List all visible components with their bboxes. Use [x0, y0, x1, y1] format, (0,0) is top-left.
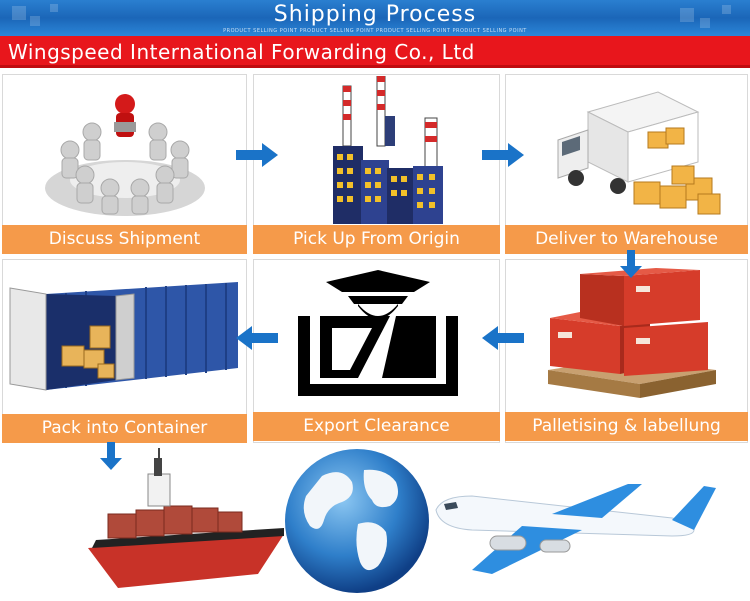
header-subtext: PRODUCT SELLING POINT PRODUCT SELLING PO… [223, 28, 527, 34]
cargo-ship-icon [88, 448, 288, 598]
customs-officer-icon [298, 266, 458, 402]
company-bar: Wingspeed International Forwarding Co., … [0, 36, 750, 68]
arrow-left-icon [236, 326, 278, 350]
airplane-icon [432, 478, 722, 578]
arrow-left-icon [482, 326, 524, 350]
step-label-discuss: Discuss Shipment [2, 225, 247, 254]
step-label-deliver: Deliver to Warehouse [505, 225, 748, 254]
shipping-container-icon [6, 276, 246, 396]
arrow-right-icon [236, 143, 278, 167]
page-title: Shipping Process [273, 2, 477, 27]
step-label-pack: Pack into Container [2, 414, 247, 443]
globe-icon [282, 446, 432, 596]
header-bar: Shipping Process PRODUCT SELLING POINT P… [0, 0, 750, 36]
step-label-pallet: Palletising & labellung [505, 412, 748, 441]
arrow-down-icon [100, 442, 122, 470]
step-label-export: Export Clearance [253, 412, 500, 441]
delivery-truck-icon [548, 82, 728, 220]
pallet-boxes-icon [540, 262, 720, 402]
arrow-down-icon [620, 250, 642, 278]
company-name: Wingspeed International Forwarding Co., … [8, 40, 475, 64]
arrow-right-icon [482, 143, 524, 167]
step-label-pickup: Pick Up From Origin [253, 225, 500, 254]
meeting-people-icon [40, 80, 210, 220]
factory-icon [325, 76, 450, 224]
